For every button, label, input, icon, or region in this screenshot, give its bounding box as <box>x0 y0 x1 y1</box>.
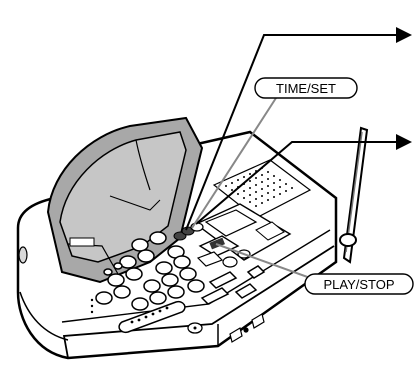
arrow-right-icon <box>396 27 412 43</box>
time-set-callout: TIME/SET <box>255 78 357 98</box>
time-set-label: TIME/SET <box>276 81 336 96</box>
callout-arrowheads <box>396 27 412 150</box>
antenna <box>340 128 367 262</box>
arrow-right-icon <box>396 134 412 150</box>
play-stop-callout: PLAY/STOP <box>305 274 413 294</box>
play-stop-label: PLAY/STOP <box>323 277 394 292</box>
